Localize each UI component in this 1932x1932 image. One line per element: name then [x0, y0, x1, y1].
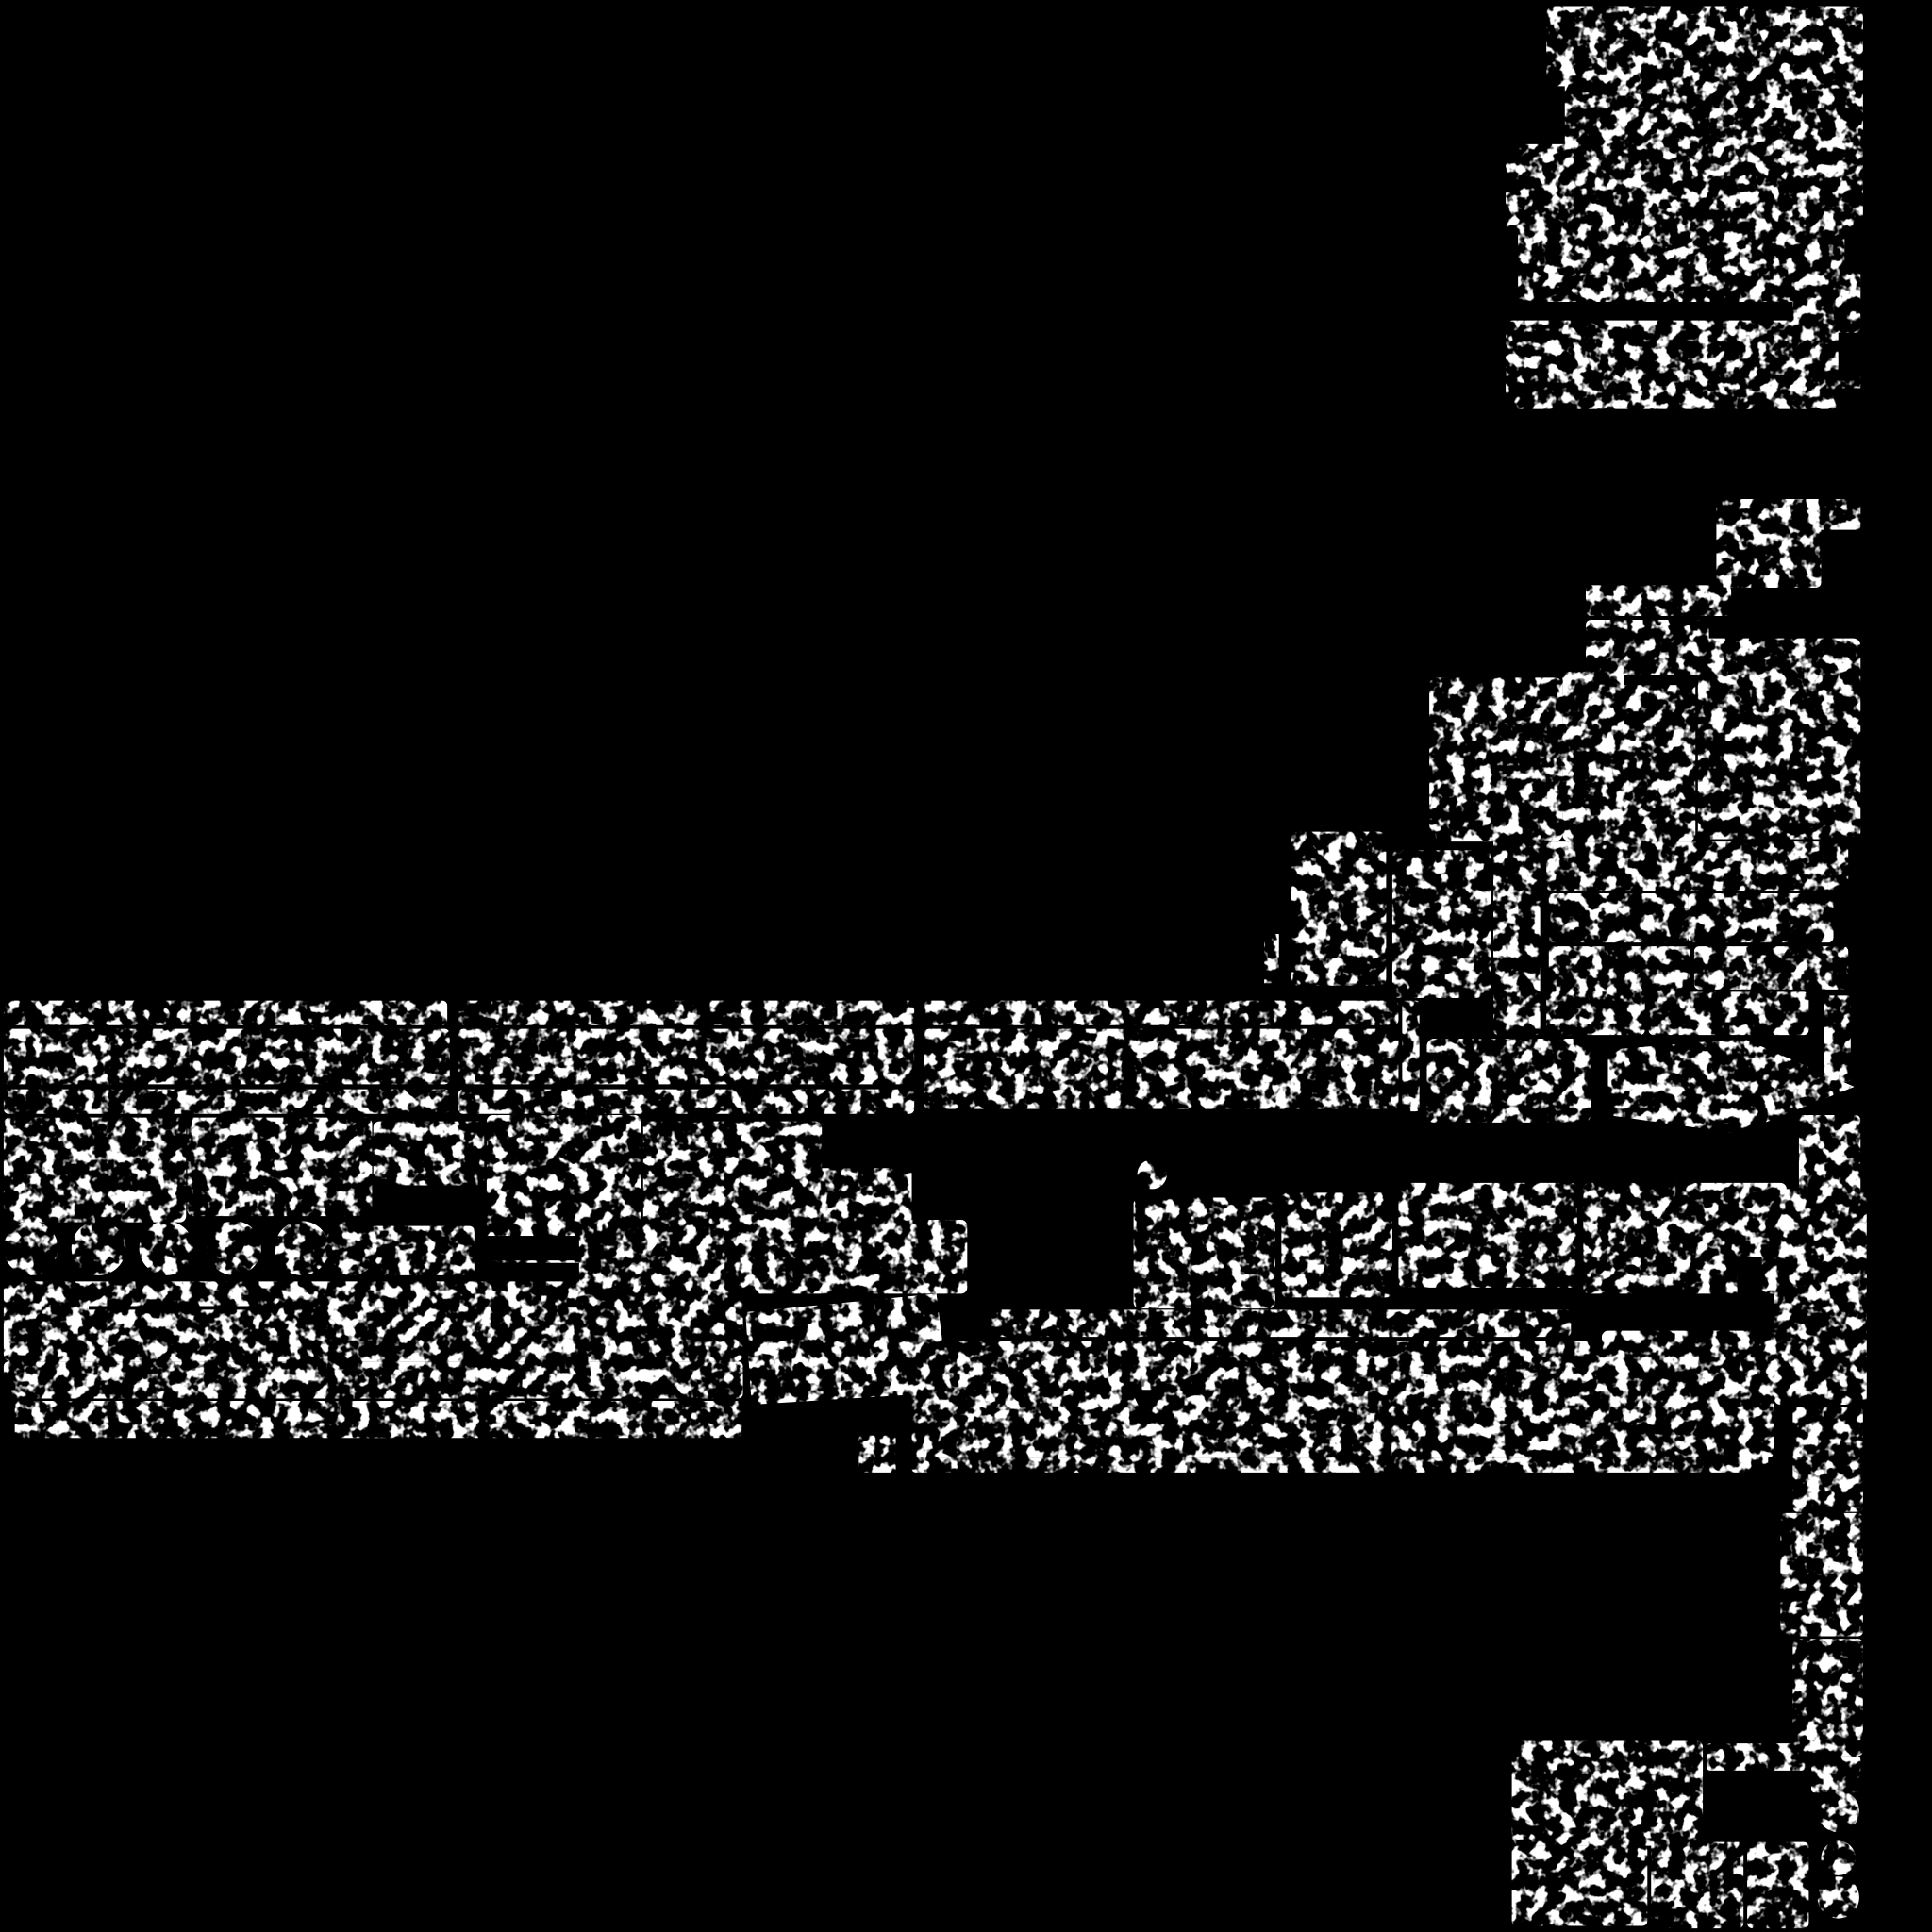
island-group-top-right — [1506, 6, 1863, 409]
island-group-right-middle — [1264, 498, 1861, 1134]
island-group-center — [911, 1115, 1867, 1473]
island-group-left-band — [3, 1000, 1420, 1473]
island-group-bottom-right — [1511, 1407, 1863, 1929]
